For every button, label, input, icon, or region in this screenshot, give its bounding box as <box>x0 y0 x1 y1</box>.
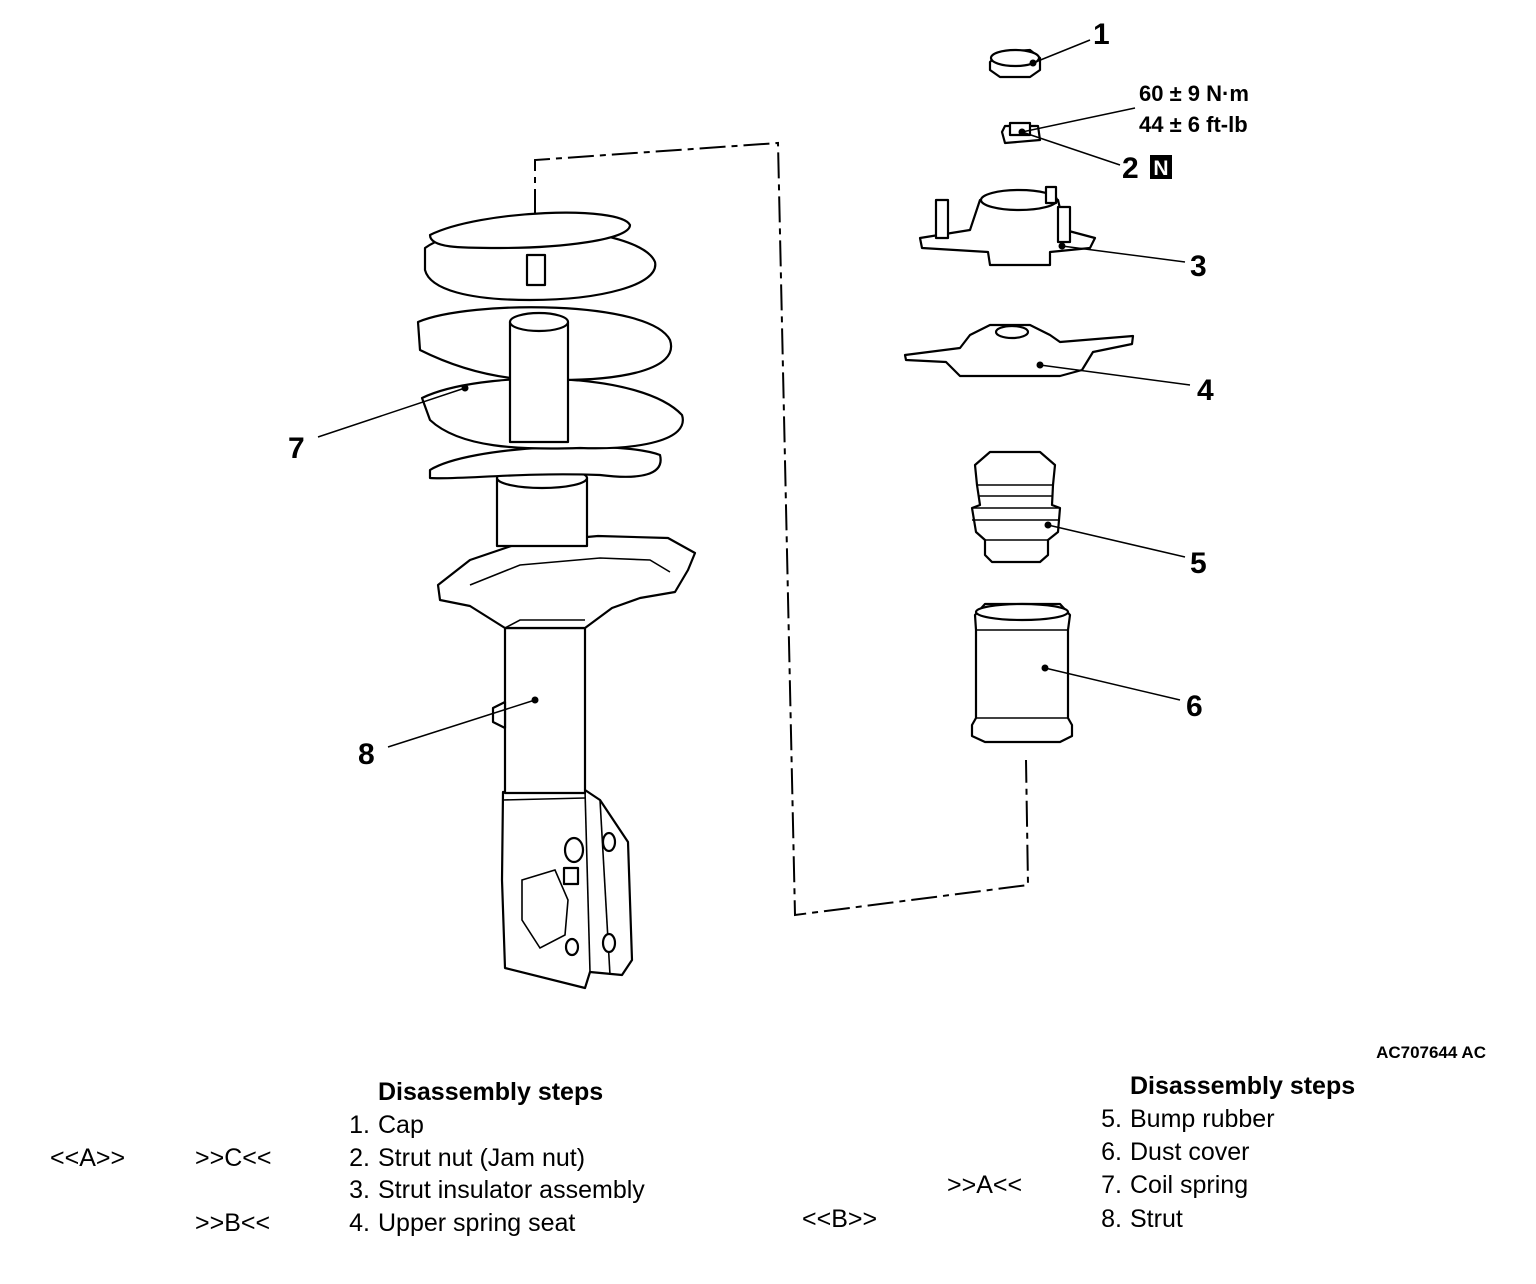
right-step-7: 7. Coil spring <box>1088 1171 1248 1200</box>
leader-dots <box>461 59 1066 704</box>
torque-imperial: 44 ± 6 ft-lb <box>1139 112 1248 137</box>
step-number: 1. <box>349 1111 370 1139</box>
step-number: 4. <box>349 1209 370 1237</box>
leader-lines <box>317 39 1191 748</box>
right-step-8: 8. Strut <box>1088 1205 1183 1234</box>
step-number: 6. <box>1101 1138 1122 1166</box>
step-label: Coil spring <box>1130 1171 1249 1199</box>
left-step-4: 4. Upper spring seat <box>336 1209 575 1238</box>
left-step-1: 1. Cap <box>336 1111 424 1140</box>
torque-metric: 60 ± 9 N·m <box>1139 81 1249 106</box>
step-number: 2. <box>349 1144 370 1172</box>
callout-6: 6 <box>1186 690 1203 723</box>
figure-id: AC707644 AC <box>1376 1043 1486 1062</box>
step-label: Strut <box>1130 1205 1183 1233</box>
step-number: 5. <box>1101 1105 1122 1133</box>
step-label: Cap <box>378 1111 424 1139</box>
installation-mark-step-2: >>C<< <box>195 1144 272 1172</box>
right-steps-heading: Disassembly steps <box>1130 1072 1356 1100</box>
right-step-5: 5. Bump rubber <box>1088 1105 1275 1134</box>
strut-insulator-part <box>918 185 1097 267</box>
bump-rubber-part <box>970 450 1062 564</box>
alignment-dash-line <box>534 141 1030 917</box>
left-steps-heading: Disassembly steps <box>378 1078 604 1106</box>
callout-1: 1 <box>1093 18 1110 51</box>
step-label: Strut insulator assembly <box>378 1176 645 1204</box>
removal-mark-step-8: <<B>> <box>802 1205 878 1233</box>
callout-8: 8 <box>358 738 375 771</box>
callout-4: 4 <box>1197 374 1214 407</box>
left-step-2: 2. Strut nut (Jam nut) <box>336 1144 585 1173</box>
step-label: Strut nut (Jam nut) <box>378 1144 586 1172</box>
step-number: 3. <box>349 1176 370 1204</box>
step-label: Upper spring seat <box>378 1209 576 1237</box>
installation-mark-step-4: >>B<< <box>195 1209 271 1237</box>
installation-mark-step-7: >>A<< <box>947 1171 1023 1199</box>
right-step-6: 6. Dust cover <box>1088 1138 1249 1167</box>
cap-part <box>988 48 1042 79</box>
step-label: Dust cover <box>1130 1138 1250 1166</box>
new-part-badge-letter: N <box>1153 157 1168 180</box>
step-number: 8. <box>1101 1205 1122 1233</box>
step-number: 7. <box>1101 1171 1122 1199</box>
new-part-badge <box>1150 155 1172 179</box>
step-label: Bump rubber <box>1130 1105 1275 1133</box>
dust-cover-part <box>970 602 1074 744</box>
callout-5: 5 <box>1190 547 1207 580</box>
removal-mark-step-2: <<A>> <box>50 1144 126 1172</box>
strut-part <box>416 211 697 990</box>
callout-7: 7 <box>288 432 305 465</box>
upper-spring-seat-part <box>903 323 1135 378</box>
callout-2: 2 <box>1122 152 1139 185</box>
left-step-3: 3. Strut insulator assembly <box>336 1176 645 1205</box>
callout-3: 3 <box>1190 250 1207 283</box>
